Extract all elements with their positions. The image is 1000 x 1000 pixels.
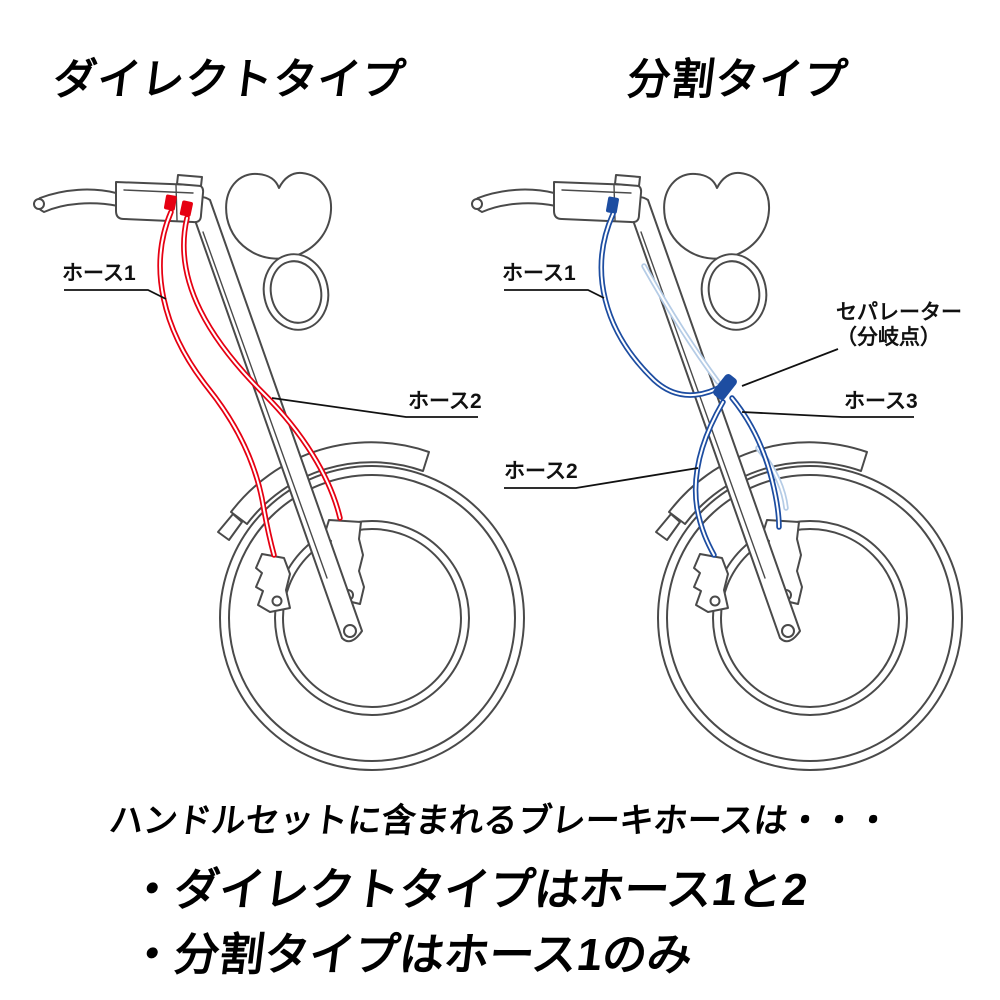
hose-2-blue bbox=[692, 399, 726, 558]
label-separator: セパレーター （分岐点） bbox=[836, 300, 962, 350]
label-separator-line2: （分岐点） bbox=[836, 326, 941, 349]
label-hose1-left: ホース1 bbox=[62, 262, 136, 285]
banjo-fitting bbox=[606, 196, 619, 214]
leader-hose2-right bbox=[504, 467, 699, 489]
footer-bullet-split: ・分割タイプはホース1のみ bbox=[126, 918, 695, 983]
footer-bullet-split-text: ・分割タイプはホース1のみ bbox=[126, 929, 696, 980]
direct-type-hoses bbox=[157, 194, 343, 558]
banjo-fitting-1 bbox=[164, 194, 177, 211]
title-direct-type: ダイレクトタイプ bbox=[50, 45, 410, 107]
leader-hose3-right bbox=[741, 411, 914, 418]
leader-hose2-left bbox=[271, 397, 478, 418]
separator-block bbox=[713, 374, 737, 400]
label-hose1-right: ホース1 bbox=[502, 262, 576, 285]
label-separator-line1: セパレーター bbox=[836, 301, 962, 324]
hose-1-red bbox=[157, 209, 277, 558]
footer-bullet-direct: ・ダイレクトタイプはホース1と2 bbox=[126, 853, 810, 918]
split-type-hoses bbox=[598, 196, 789, 558]
leader-hose1-left bbox=[64, 289, 167, 300]
banjo-fitting-2 bbox=[179, 200, 193, 217]
label-hose2-left: ホース2 bbox=[408, 390, 482, 413]
footer-intro: ハンドルセットに含まれるブレーキホースは・・・ bbox=[0, 793, 1000, 842]
footer-intro-text: ハンドルセットに含まれるブレーキホースは・・・ bbox=[107, 802, 893, 840]
hose-1-blue bbox=[598, 211, 727, 398]
title-split-type: 分割タイプ bbox=[588, 45, 888, 107]
footer-bullet-direct-text: ・ダイレクトタイプはホース1と2 bbox=[126, 864, 811, 915]
hose-3-blue bbox=[729, 395, 782, 530]
hose-2-red bbox=[181, 215, 343, 521]
leader-separator bbox=[741, 348, 839, 387]
title-split-type-text: 分割タイプ bbox=[624, 56, 851, 104]
label-hose2-right: ホース2 bbox=[504, 460, 578, 483]
title-direct-type-text: ダイレクトタイプ bbox=[50, 56, 409, 104]
leader-hose1-right bbox=[504, 289, 605, 299]
leader-lines bbox=[64, 289, 914, 489]
label-hose3-right: ホース3 bbox=[844, 390, 918, 413]
